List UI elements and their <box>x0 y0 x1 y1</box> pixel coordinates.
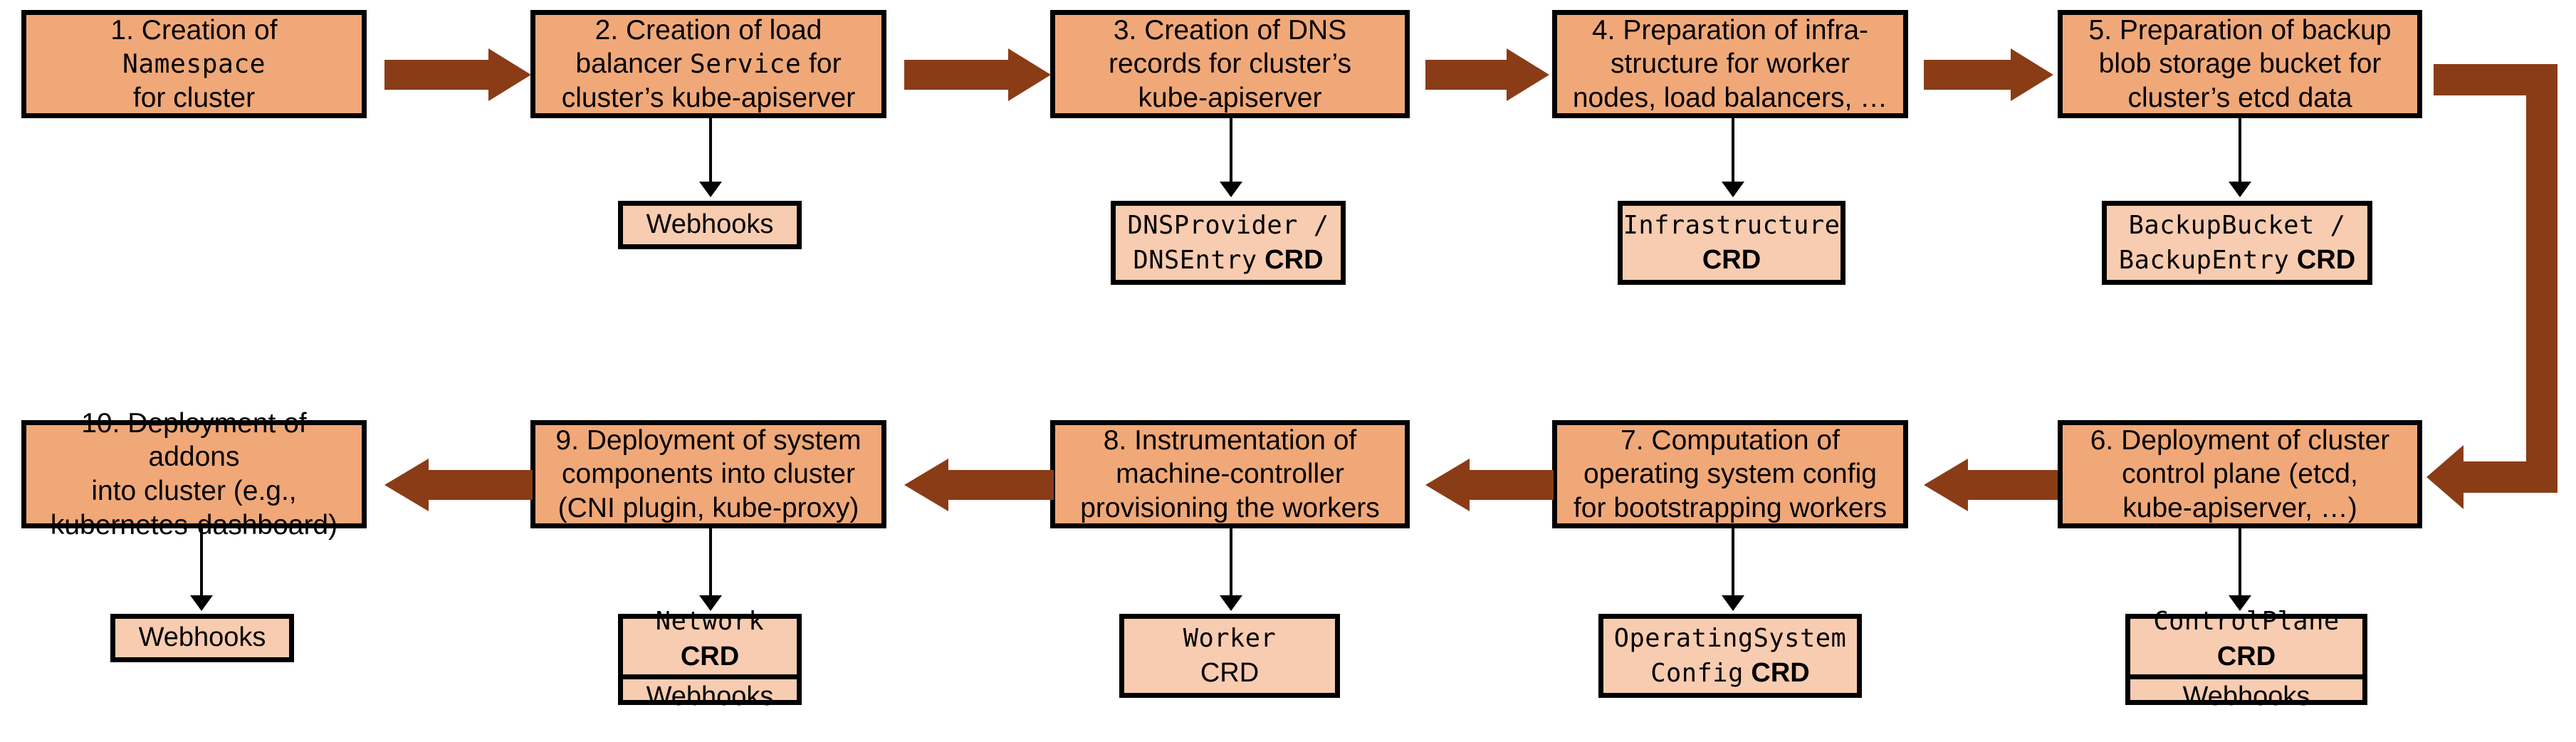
elbow-vertical <box>2526 64 2557 493</box>
connector-step5-arrowhead-icon <box>2229 182 2251 197</box>
connector-step3-arrowhead-icon <box>1220 182 1242 197</box>
connector-step3-artifact <box>1230 118 1232 184</box>
artifact-step5-text: BackupBucket /BackupEntry CRD <box>2118 210 2356 275</box>
step-4-text: 4. Preparation of infra-structure for wo… <box>1572 14 1888 113</box>
artifact-box-step2[interactable]: Webhooks <box>618 201 802 249</box>
connector-step7-arrowhead-icon <box>1722 595 1744 611</box>
elbow-arrowhead-icon <box>2426 445 2464 509</box>
artifact-box-step10[interactable]: Webhooks <box>110 614 294 662</box>
artifact-step6-row-crd: ControlPlane CRD <box>2153 607 2340 672</box>
connector-step2-arrowhead-icon <box>699 182 722 197</box>
connector-step6-arrowhead-icon <box>2229 595 2251 611</box>
artifact-step6-row-webhooks: Webhooks <box>2130 674 2362 714</box>
connector-step4-arrowhead-icon <box>1722 182 1744 197</box>
connector-step9-artifact <box>709 528 712 598</box>
artifact-step10-text: Webhooks <box>138 622 266 653</box>
artifact-step2-text: Webhooks <box>646 209 774 240</box>
artifact-step9-row-crd: Network CRD <box>655 607 765 672</box>
connector-step9-arrowhead-icon <box>699 595 722 611</box>
artifact-box-step3[interactable]: DNSProvider /DNSEntry CRD <box>1111 201 1346 285</box>
connector-step10-artifact <box>200 528 203 598</box>
connector-step5-artifact <box>2239 118 2241 184</box>
connector-step8-artifact <box>1230 528 1232 598</box>
connector-step10-arrowhead-icon <box>190 595 213 611</box>
connector-step7-artifact <box>1732 528 1734 598</box>
connector-step4-artifact <box>1732 118 1734 184</box>
artifact-box-step9[interactable]: Network CRD Webhooks <box>618 607 802 711</box>
artifact-step9-row-webhooks: Webhooks <box>623 674 797 714</box>
connector-step6-artifact <box>2239 528 2241 598</box>
step-box-4[interactable]: 4. Preparation of infra-structure for wo… <box>1552 10 1908 118</box>
connector-step2-artifact <box>709 118 712 184</box>
artifact-step3-text: DNSProvider /DNSEntry CRD <box>1127 210 1329 275</box>
elbow-horizontal-bottom <box>2464 461 2557 493</box>
artifact-box-step6[interactable]: ControlPlane CRD Webhooks <box>2125 607 2367 711</box>
artifact-box-step5[interactable]: BackupBucket /BackupEntry CRD <box>2102 201 2372 285</box>
connector-step8-arrowhead-icon <box>1220 595 1242 611</box>
